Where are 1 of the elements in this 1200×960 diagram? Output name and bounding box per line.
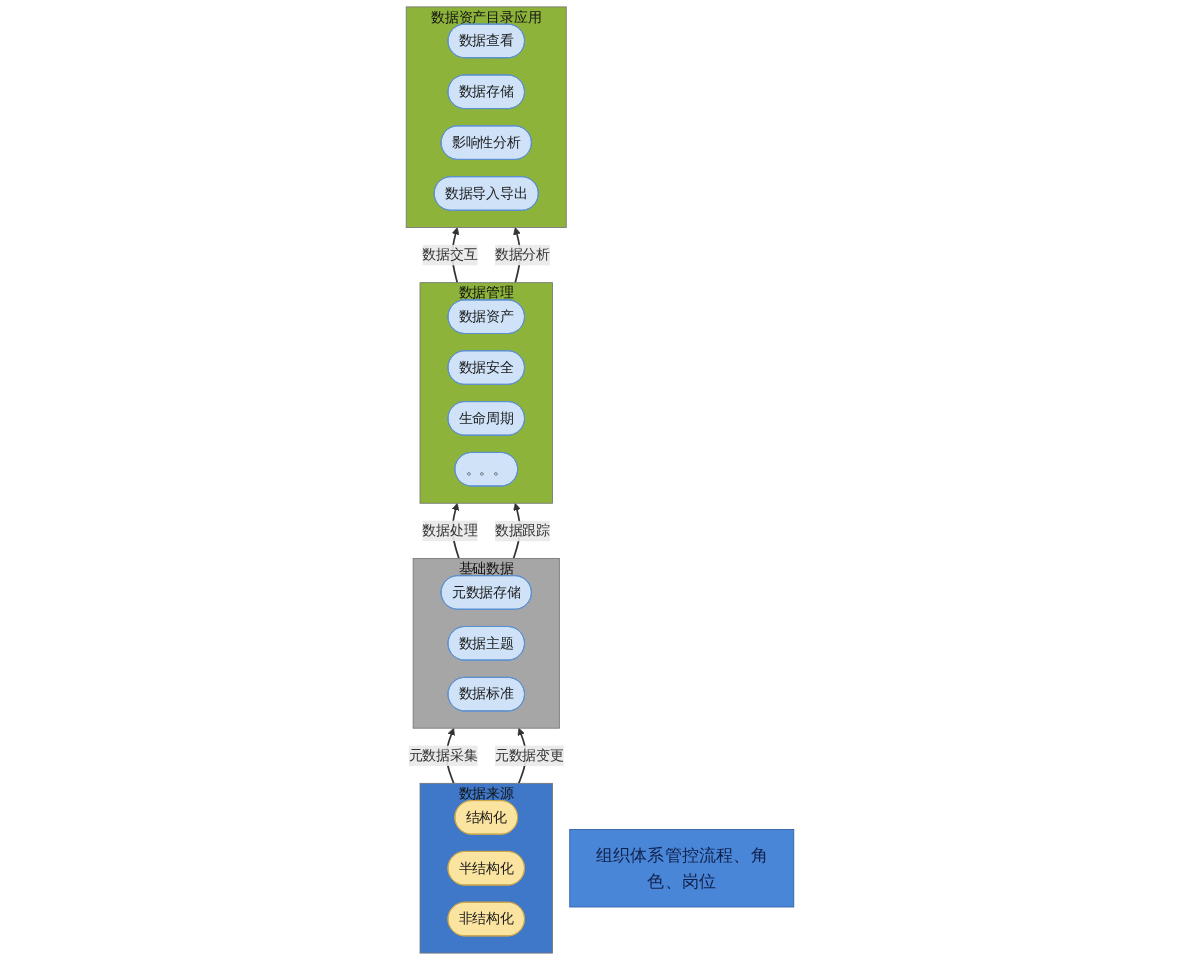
node-box: 组织体系管控流程、角色、岗位 [569, 829, 795, 908]
